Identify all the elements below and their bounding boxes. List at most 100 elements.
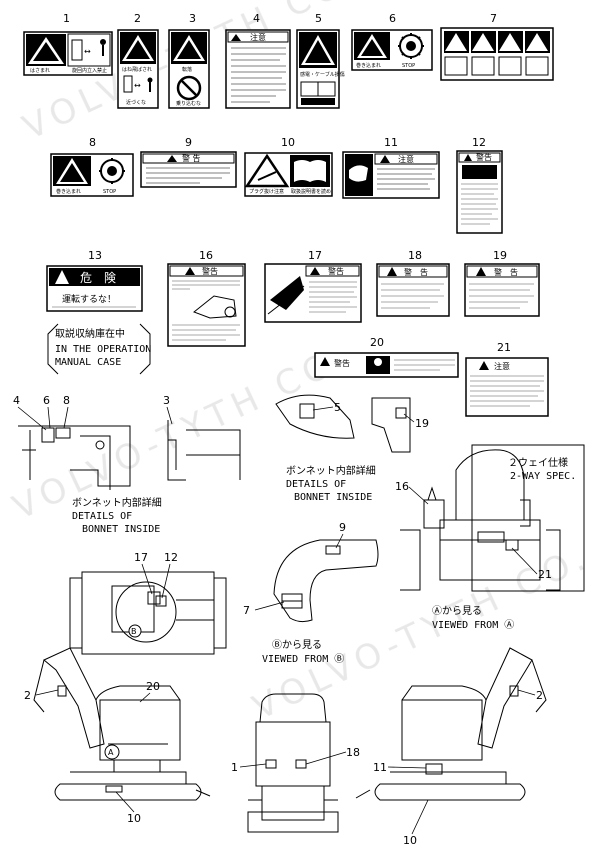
view-b-jp: Ⓑから見る [272,639,322,651]
label-18-callout: 18 [346,746,360,759]
decal-8: 巻き込まれ STOP [50,153,134,197]
manual-case-note: 取説収納庫在中 IN THE OPERATION MANUAL CASE [47,323,151,375]
view-b-en: VIEWED FROM Ⓑ [262,653,344,665]
label-2: 2 [134,12,141,25]
machine-right-view [355,647,547,801]
operator-seat-view [400,444,585,592]
decal-5: 感電・ケーブル損傷 [296,29,345,109]
label-18: 18 [408,249,422,262]
decal-20: 警告 [314,352,459,378]
decal-9-title: 警 告 [182,153,201,163]
label-7-callout: 7 [243,604,250,617]
bonnet2-detail-en1: DETAILS OF [286,479,346,490]
decal-1-text: はさまれ [30,67,50,74]
decal-2-text: はね飛ばされ [122,66,152,73]
decal-7 [440,27,554,81]
label-12-callout: 12 [164,551,178,564]
decal-3-text2: 乗り込むな [176,100,201,107]
label-4-callout: 4 [13,394,20,407]
circle-a-letter: A [108,748,114,757]
decal-18-title: 警 告 [404,267,428,277]
label-11: 11 [384,136,398,149]
label-16-callout: 16 [395,480,409,493]
decal-16: 警告 [167,263,246,347]
decal-18: 警 告 [376,263,450,317]
decal-1: ↔ はさまれ 旋回内立入禁止 [23,31,113,76]
label-10-callout-left: 10 [127,812,141,825]
decal-6-text1: 巻き込まれ [356,62,381,69]
decal-10-text1: プラグ抜け注意 [249,188,284,195]
decal-6-text2: STOP [402,63,415,69]
arrow-glyph-2: ↔ [134,81,141,90]
bonnet-detail-en2: BONNET INSIDE [82,524,160,535]
decal-11-title: 注意 [398,154,414,164]
circle-a-marker: A [104,744,120,760]
decal-4-title: 注意 [250,32,266,42]
decal-2-text2: 近づくな [126,99,146,106]
circle-b-letter: B [131,627,137,636]
two-way-jp: ２ウェイ仕様 [508,456,568,469]
decal-5-text: 感電・ケーブル損傷 [300,71,345,78]
label-19: 19 [493,249,507,262]
decal-17: 警告 [264,263,362,323]
decal-21-title: 注意 [494,361,510,371]
label-2-callout-left: 2 [24,689,31,702]
label-12: 12 [472,136,486,149]
decal-10: プラグ抜け注意 取扱説明書を読め [244,152,333,197]
decal-20-title: 警告 [334,358,350,368]
decal-1-text2: 旋回内立入禁止 [72,67,107,74]
label-17-callout: 17 [134,551,148,564]
decal-21: 注意 [465,357,549,417]
bonnet-detail-en1: DETAILS OF [72,511,132,522]
decal-13: 危 険 運転するな！ [46,265,143,312]
label-10: 10 [281,136,295,149]
machine-top-view [69,571,227,655]
label-1: 1 [63,12,70,25]
label-20: 20 [370,336,384,349]
bonnet2-detail-jp: ボンネット内部詳細 [286,464,376,477]
label-21-callout: 21 [538,568,552,581]
manual-note-jp: 取説収納庫在中 [55,327,125,340]
label-20-callout: 20 [146,680,160,693]
bonnet-detail-right [275,394,411,453]
label-6-callout: 6 [43,394,50,407]
label-9-callout: 9 [339,521,346,534]
label-8: 8 [89,136,96,149]
label-11-callout: 11 [373,761,387,774]
decal-10-text2: 取扱説明書を読め [291,188,331,195]
machine-left-view [33,647,211,801]
label-8-callout: 8 [63,394,70,407]
label-19-callout: 19 [415,417,429,430]
decal-16-title: 警告 [202,266,218,276]
label-10-callout-right: 10 [403,834,417,847]
manual-note-en1: IN THE OPERATION [55,344,151,355]
decal-12-title: 警告 [476,152,492,162]
label-17: 17 [308,249,322,262]
bonnet-detail-left [18,420,241,490]
circle-b-marker: B [128,624,142,638]
decal-11: 注意 [342,151,440,199]
arrow-glyph: ↔ [84,47,91,56]
watermark-text-3: VOLVO-TYTH CO. [247,537,596,728]
decal-12: 警告 [456,150,503,234]
decal-3-text: 転落 [182,66,192,73]
label-5: 5 [315,12,322,25]
view-a-en: VIEWED FROM Ⓐ [432,619,514,631]
decal-13-title: 危 険 [80,271,116,285]
side-panel-view [273,539,379,623]
bonnet2-detail-en2: BONNET INSIDE [294,492,372,503]
label-4: 4 [253,12,260,25]
two-way-en: 2-WAY SPEC. [510,471,576,482]
label-7: 7 [490,12,497,25]
decal-19-title: 警 告 [494,267,518,277]
label-1-callout: 1 [231,761,238,774]
label-5-callout: 5 [334,401,341,414]
decal-2: はね飛ばされ ↔ 近づくな [117,29,159,109]
decal-9: 警 告 [140,151,237,188]
bonnet-detail-jp: ボンネット内部詳細 [72,496,162,509]
decal-17-title: 警告 [328,266,344,276]
decal-19: 警 告 [464,263,540,317]
label-9: 9 [185,136,192,149]
label-21: 21 [497,341,511,354]
